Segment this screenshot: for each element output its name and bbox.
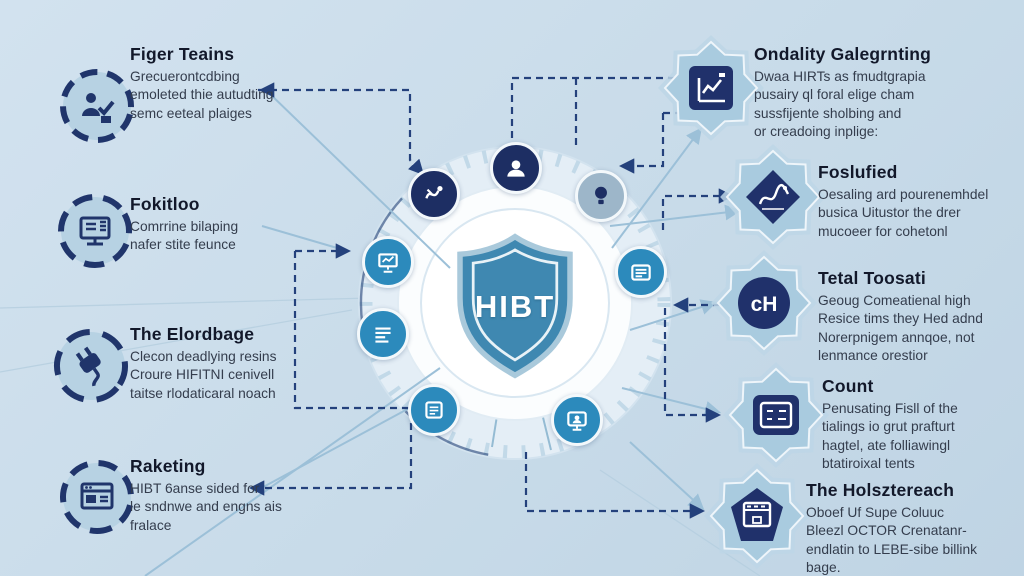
item-body: Grecuerontcdbing emoleted thie autudting…: [130, 69, 274, 121]
team-check-icon: [57, 66, 137, 146]
item-title: Foslufied: [818, 162, 898, 182]
item-title: Figer Teains: [130, 44, 235, 64]
item-body: Comrrine bilaping nafer stite feunce: [130, 219, 239, 253]
item-body: Geoug Comeatienal high Resice tims they …: [818, 293, 983, 364]
solid-arrows: [144, 91, 742, 576]
item-title: Ondality Galegrnting: [754, 44, 932, 64]
browser-icon: [57, 457, 137, 537]
monitor-lines-icon: [55, 191, 135, 271]
window-badge-icon: [702, 461, 812, 571]
item-title: Count: [822, 376, 874, 396]
item-body: Clecon deadlying resins Croure HIFITNI c…: [130, 349, 277, 401]
hub-accent-arcs: [359, 147, 671, 459]
hub-tick-ring: [359, 147, 671, 459]
document-icon: [357, 308, 409, 360]
item-title: The Holsztereach: [806, 480, 955, 500]
right-item: Count Penusating Fisll of the tialings i…: [822, 376, 1017, 474]
item-title: Fokitloo: [130, 194, 200, 214]
hibt-shield: HIBT: [449, 232, 581, 380]
dashed-connectors: [248, 70, 735, 519]
item-body: Dwaa HIRTs as fmudtgrapia pusairy ql for…: [754, 69, 926, 140]
item-body: Penusating Fisll of the tialings io grut…: [822, 401, 958, 472]
chart-badge-icon: [656, 33, 766, 143]
left-item: The Elordbage Clecon deadlying resins Cr…: [130, 324, 325, 403]
monitor-person-icon: [551, 394, 603, 446]
right-item: The Holsztereach Oboef Uf Supe Coluuc Bl…: [806, 480, 1021, 576]
left-item: Figer Teains Grecuerontcdbing emoleted t…: [130, 44, 315, 123]
item-title: Tetal Toosati: [818, 268, 926, 288]
item-body: Oesaling ard pourenemhdel busica Uitusto…: [818, 187, 989, 239]
item-title: Raketing: [130, 456, 206, 476]
plug-icon: [51, 326, 131, 406]
presentation-icon: [362, 236, 414, 288]
screen-badge-icon: [721, 360, 831, 470]
badge-letters: cH: [751, 293, 778, 316]
lightbulb-icon: [575, 170, 627, 222]
card-icon: [615, 246, 667, 298]
note-icon: [408, 384, 460, 436]
left-item: Raketing HIBT 6anse sided for le sndnwe …: [130, 456, 320, 535]
right-item: Tetal Toosati Geoug Comeatienal high Res…: [818, 268, 1023, 366]
stethoscope-icon: [408, 168, 460, 220]
user-icon: [490, 142, 542, 194]
item-body: Oboef Uf Supe Coluuc Bleezl OCTOR Crenat…: [806, 505, 978, 576]
item-body: HIBT 6anse sided for le sndnwe and engns…: [130, 481, 282, 533]
left-item: Fokitloo Comrrine bilaping nafer stite f…: [130, 194, 315, 255]
center-label: HIBT: [474, 289, 556, 324]
signature-badge-icon: [718, 142, 828, 252]
item-title: The Elordbage: [130, 324, 255, 344]
right-item: Foslufied Oesaling ard pourenemhdel busi…: [818, 162, 1018, 241]
shield-icon: [457, 233, 573, 379]
right-item: Ondality Galegrnting Dwaa HIRTs as fmudt…: [754, 44, 989, 142]
letters-badge-icon: cH: [709, 248, 819, 358]
